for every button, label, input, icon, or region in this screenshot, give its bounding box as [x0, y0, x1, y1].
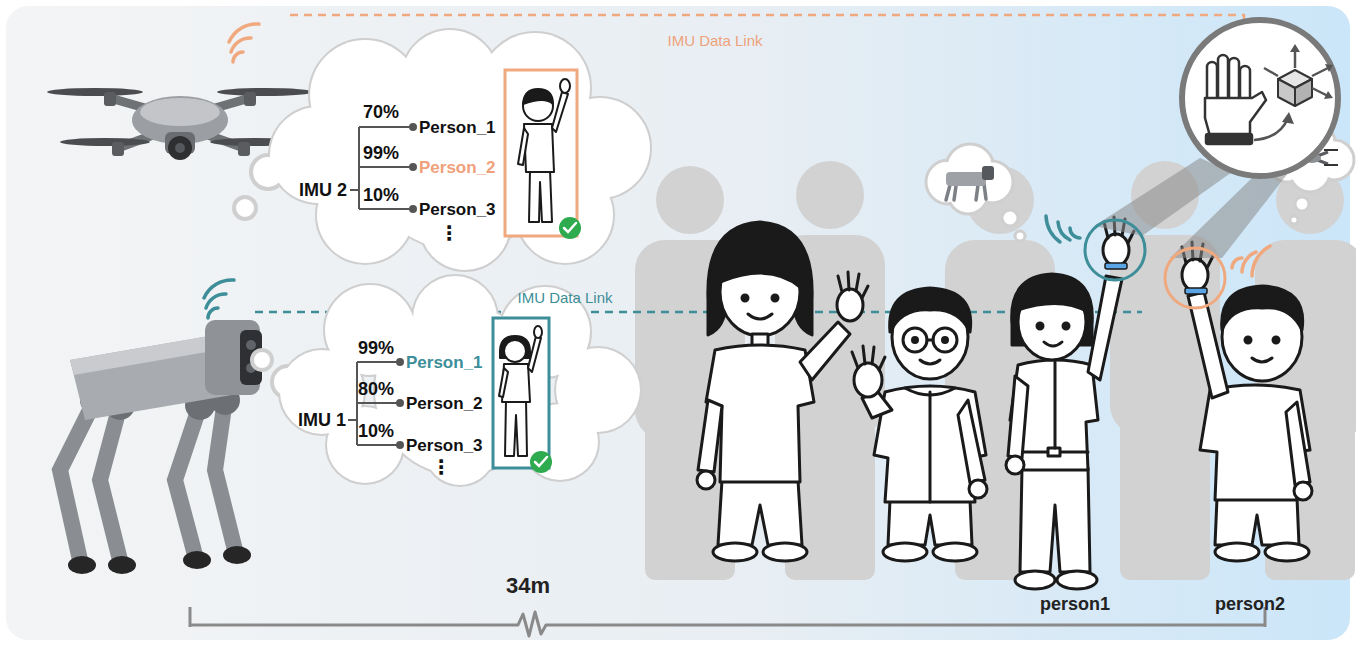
thought-cloud: 70% Person_1IMU 2 99% Person_2 10% Person_3 ⋮ [225, 28, 657, 272]
cloud-text: 70% [363, 103, 399, 121]
cloud-text: IMU 2 [299, 181, 347, 199]
tree-lines [348, 127, 413, 445]
cloud-text: Person_2 [419, 159, 496, 176]
annotation-label: 34m [506, 575, 550, 597]
matched-person [493, 318, 552, 473]
person-figure [697, 222, 868, 561]
cloud-text: Person_1 [406, 354, 483, 371]
cloud-text: ⋮ [431, 457, 451, 477]
wireless-signal [1046, 216, 1080, 242]
tree-dots [396, 123, 417, 449]
cloud-text: ⋮ [439, 223, 459, 243]
small-thought-cloud [926, 144, 1025, 241]
cloud-text: 99% [358, 339, 394, 357]
thought-cloud: 99% Person_1 80% IMU 1 Person_2 10% Person_3 ⋮ [240, 272, 652, 486]
annotation-label: person1 [1040, 595, 1110, 613]
cloud-outline [240, 272, 652, 486]
highlight-circle [1165, 248, 1225, 308]
cloud-text: 80% [358, 380, 394, 398]
cloud-text: 10% [358, 422, 394, 440]
annotation-label: person2 [1215, 595, 1285, 613]
scale-bar [190, 607, 1265, 636]
crowd-silhouettes [635, 161, 1356, 580]
robot-dog [60, 320, 262, 574]
annotation-label: IMU Data Link [667, 33, 762, 48]
cloud-text: Person_3 [419, 201, 496, 218]
matched-person [505, 70, 581, 239]
highlight-circle [1085, 220, 1145, 280]
person-figure [1182, 242, 1312, 561]
cloud-text: 10% [363, 186, 399, 204]
wireless-signal [204, 280, 234, 318]
person-figure [852, 288, 987, 561]
cloud-text: 99% [363, 144, 399, 162]
panel-background [6, 6, 1350, 640]
wireless-signal [229, 24, 259, 62]
magnifier-beam [1170, 168, 1292, 258]
magnifier [1182, 20, 1338, 176]
cloud-text: Person_1 [419, 119, 496, 136]
cloud-text: Person_2 [406, 395, 483, 412]
person-figure [1006, 217, 1134, 589]
wireless-signal [1232, 246, 1270, 276]
cloud-text: IMU 1 [298, 411, 346, 429]
cloud-text: Person_3 [406, 437, 483, 454]
